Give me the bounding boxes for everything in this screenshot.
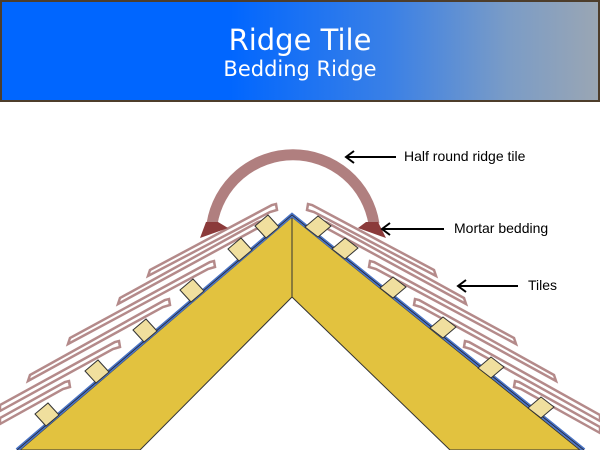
mortar-bedding-left bbox=[200, 222, 228, 238]
battens-right bbox=[304, 215, 555, 419]
battens-left bbox=[34, 214, 280, 427]
mortar-bedding-right bbox=[358, 222, 386, 238]
header-banner: Ridge Tile Bedding Ridge bbox=[0, 0, 600, 102]
half-round-ridge-tile bbox=[206, 149, 380, 225]
diagram-subtitle: Bedding Ridge bbox=[223, 57, 377, 81]
arrow-mortar bbox=[380, 222, 444, 236]
label-ridge-tile: Half round ridge tile bbox=[404, 148, 526, 164]
label-tiles: Tiles bbox=[528, 277, 558, 293]
label-mortar-bedding: Mortar bedding bbox=[454, 220, 549, 236]
diagram-title: Ridge Tile bbox=[228, 23, 372, 57]
arrow-tiles bbox=[456, 279, 518, 293]
arrow-ridge-tile bbox=[344, 150, 396, 164]
